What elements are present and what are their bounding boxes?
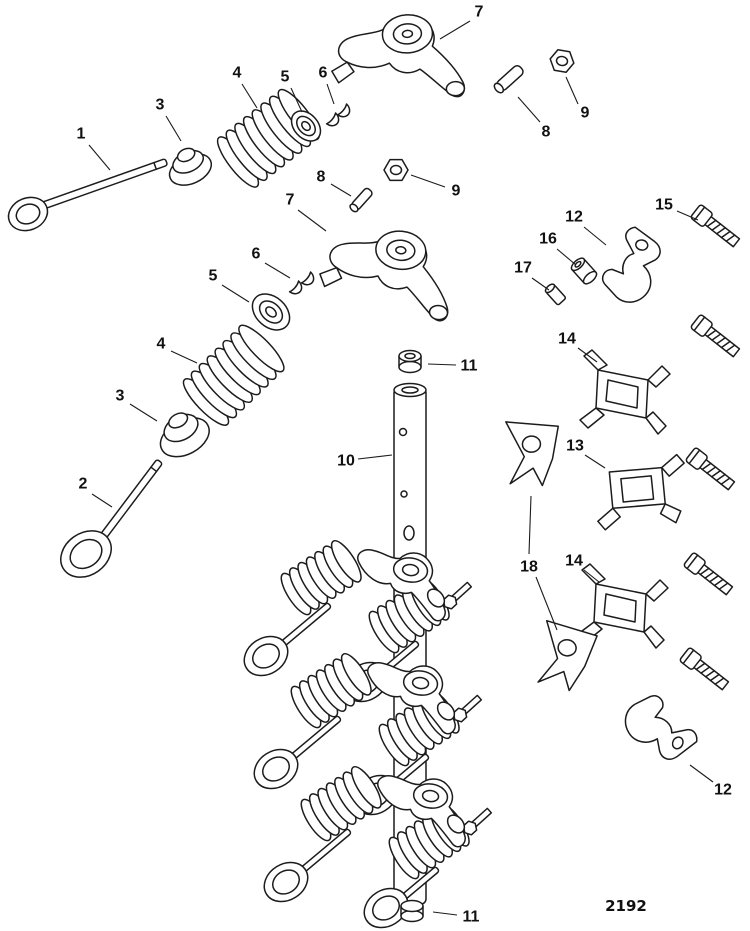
leader-line-12 <box>583 226 607 246</box>
callout-label-15: 15 <box>655 197 673 214</box>
callout-label-5: 5 <box>281 69 290 86</box>
callout-label-6: 6 <box>252 246 261 263</box>
plate-upper <box>505 417 564 489</box>
bolt-4 <box>682 551 736 599</box>
leader-line-3 <box>165 115 182 142</box>
valve-seal-upper <box>168 147 213 186</box>
leader-line-7 <box>297 209 327 232</box>
callout-label-7: 7 <box>475 4 484 21</box>
locknut-mid <box>383 158 409 182</box>
figure-code: 2192 <box>605 897 647 915</box>
callout-label-11: 11 <box>461 358 478 375</box>
callout-label-10: 10 <box>337 453 355 470</box>
retainer-clip-bottom <box>615 686 708 769</box>
leader-line-9 <box>565 76 579 105</box>
valve-keeper-upper-b <box>336 103 354 121</box>
callout-label-3: 3 <box>116 388 125 405</box>
callout-label-14: 14 <box>558 331 576 348</box>
callout-label-9: 9 <box>581 105 590 122</box>
pivot-pin-top <box>493 64 524 94</box>
spacer-sleeve <box>570 257 598 285</box>
bracket <box>596 448 686 536</box>
leader-line-6 <box>326 83 335 105</box>
leader-line-9 <box>410 174 446 188</box>
leader-line-18 <box>535 576 558 631</box>
valve-keeper-mid-b <box>300 271 318 289</box>
spring-retainer-upper <box>290 110 322 142</box>
bolt-5 <box>678 646 732 694</box>
leader-line-5 <box>221 284 250 303</box>
callout-label-14: 14 <box>565 553 583 570</box>
callout-label-8: 8 <box>317 169 326 186</box>
leader-line-8 <box>517 96 541 123</box>
leader-line-7 <box>439 20 471 40</box>
leader-line-1 <box>88 144 111 171</box>
locknut-top <box>547 47 577 75</box>
bolt-1 <box>689 203 743 251</box>
pivot-pin-mid <box>349 187 373 213</box>
shaft-cap-top <box>398 349 422 374</box>
callout-label-12: 12 <box>565 209 583 226</box>
callout-label-4: 4 <box>157 336 166 353</box>
callout-leader-lines <box>88 20 714 916</box>
leader-line-10 <box>357 454 393 460</box>
leader-line-5 <box>290 87 303 113</box>
callout-label-17: 17 <box>514 260 532 277</box>
callout-label-1: 1 <box>77 126 86 143</box>
callout-label-13: 13 <box>566 438 584 455</box>
callout-label-7: 7 <box>286 192 295 209</box>
leader-line-12 <box>689 764 714 783</box>
retainer-clip-top <box>597 222 665 308</box>
leader-line-14 <box>583 569 600 583</box>
valve-lower <box>60 459 163 578</box>
bolt-3 <box>684 446 738 494</box>
parts-layer <box>7 10 743 931</box>
callout-label-18: 18 <box>520 559 538 576</box>
leader-line-3 <box>129 403 158 422</box>
rocker-arm-top <box>327 10 466 106</box>
callout-label-2: 2 <box>79 476 88 493</box>
leader-line-11 <box>432 911 458 916</box>
leader-line-4 <box>170 350 198 364</box>
callout-label-4: 4 <box>233 65 242 82</box>
leader-line-18 <box>528 495 532 555</box>
callout-label-11: 11 <box>463 909 480 926</box>
valve-spring-mid <box>177 319 291 432</box>
callout-label-6: 6 <box>319 65 328 82</box>
leader-line-16 <box>556 248 577 266</box>
callout-label-5: 5 <box>209 268 218 285</box>
leader-line-4 <box>241 83 258 109</box>
rocker-arm-mid <box>315 222 457 323</box>
spring-clip-upper <box>579 349 671 435</box>
leader-line-13 <box>584 454 606 469</box>
callout-label-8: 8 <box>542 124 551 141</box>
callout-label-16: 16 <box>539 231 557 248</box>
callout-label-3: 3 <box>156 97 165 114</box>
leader-line-11 <box>427 363 457 366</box>
leader-line-8 <box>330 183 352 197</box>
leader-line-14 <box>577 347 598 363</box>
callout-label-12: 12 <box>714 782 732 799</box>
bolt-2 <box>689 313 743 361</box>
dowel-pin <box>544 283 567 306</box>
leader-line-17 <box>531 277 550 291</box>
leader-line-2 <box>91 493 113 508</box>
valve-upper <box>7 158 168 232</box>
leader-line-15 <box>676 210 699 221</box>
shaft-cap-bottom <box>400 899 424 923</box>
valve-seal-mid <box>159 412 210 458</box>
valve-train-cluster-3 <box>257 763 493 931</box>
callout-label-9: 9 <box>452 183 461 200</box>
leader-line-6 <box>264 262 291 279</box>
spring-retainer-mid <box>251 293 291 331</box>
